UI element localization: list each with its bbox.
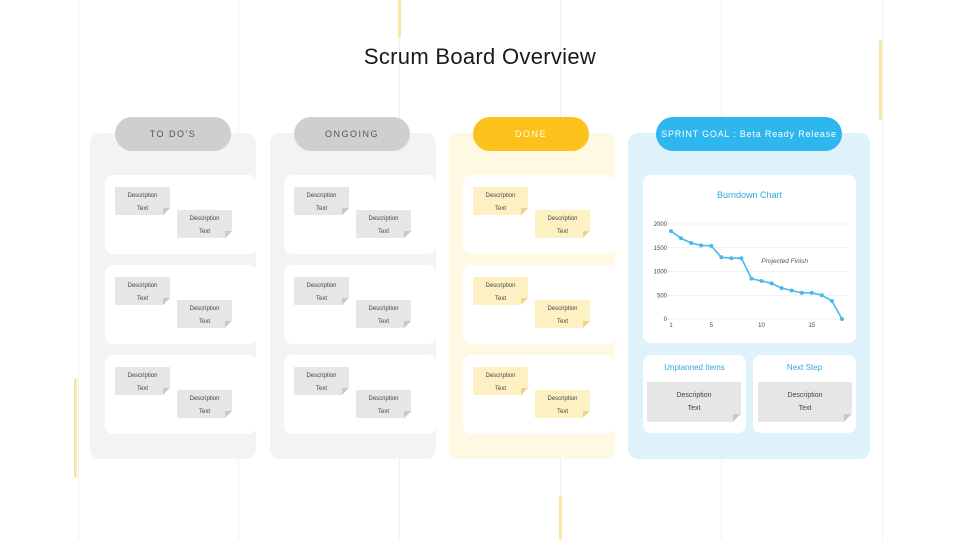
folded-corner [583, 411, 590, 418]
note-text: Text [198, 229, 210, 235]
note-description: Description [306, 373, 337, 379]
folded-corner [163, 208, 170, 215]
folded-corner [521, 388, 528, 395]
note-description: Description [676, 392, 712, 399]
note-description: Description [306, 193, 337, 199]
background-gridline [882, 0, 883, 540]
accent-bar [398, 0, 401, 38]
note-description: Description [368, 396, 399, 402]
unplanned-items-title: Unplanned Items [664, 363, 725, 372]
note-description: Description [485, 193, 516, 199]
note-text: Text [494, 206, 506, 212]
page-title: Scrum Board Overview [363, 44, 597, 69]
note-text: Text [556, 229, 568, 235]
folded-corner [225, 231, 232, 238]
note-text: Text [315, 386, 327, 392]
folded-corner [583, 231, 590, 238]
folded-corner [163, 298, 170, 305]
note-description: Description [189, 306, 220, 312]
header-done[interactable]: DONE [473, 117, 589, 151]
header-sprint-goal[interactable]: SPRINT GOAL : Beta Ready Release [656, 117, 842, 151]
note-text: Text [136, 296, 148, 302]
note-description: Description [189, 396, 220, 402]
folded-corner [733, 414, 741, 422]
note-description: Description [547, 216, 578, 222]
folded-corner [521, 298, 528, 305]
note-description: Description [127, 283, 158, 289]
note-text: Text [494, 296, 506, 302]
folded-corner [342, 388, 349, 395]
header-ongoing[interactable]: ONGOING [294, 117, 410, 151]
accent-bar [74, 378, 77, 478]
folded-corner [225, 411, 232, 418]
unplanned-note[interactable]: Description Text [647, 382, 741, 422]
folded-corner [342, 298, 349, 305]
folded-corner [844, 414, 852, 422]
folded-corner [225, 321, 232, 328]
note-text: Text [556, 319, 568, 325]
note-text: Text [377, 319, 389, 325]
note-text: Text [377, 229, 389, 235]
note-description: Description [368, 216, 399, 222]
note-description: Description [485, 283, 516, 289]
note-description: Description [547, 306, 578, 312]
note-text: Text [556, 409, 568, 415]
next-step-note[interactable]: Description Text [758, 382, 852, 422]
next-step-title: Next Step [786, 363, 823, 372]
folded-corner [342, 208, 349, 215]
note-description: Description [485, 373, 516, 379]
note-text: Text [315, 206, 327, 212]
note-description: Description [127, 193, 158, 199]
folded-corner [404, 411, 411, 418]
note-description: Description [547, 396, 578, 402]
folded-corner [404, 231, 411, 238]
chart-title: Burndown Chart [716, 190, 783, 200]
accent-bar [879, 40, 882, 120]
note-description: Description [787, 392, 823, 399]
note-text: Text [377, 409, 389, 415]
folded-corner [404, 321, 411, 328]
burndown-chart-card [643, 175, 856, 343]
note-text: Text [136, 206, 148, 212]
note-text: Text [494, 386, 506, 392]
folded-corner [163, 388, 170, 395]
note-description: Description [306, 283, 337, 289]
note-description: Description [127, 373, 158, 379]
folded-corner [521, 208, 528, 215]
accent-bar [559, 496, 562, 540]
background-gridline [78, 0, 79, 540]
note-description: Description [368, 306, 399, 312]
note-text: Text [687, 405, 701, 412]
header-todo[interactable]: TO DO'S [115, 117, 231, 151]
note-text: Text [198, 409, 210, 415]
note-text: Text [798, 405, 812, 412]
note-text: Text [198, 319, 210, 325]
note-text: Text [136, 386, 148, 392]
note-text: Text [315, 296, 327, 302]
note-description: Description [189, 216, 220, 222]
folded-corner [583, 321, 590, 328]
